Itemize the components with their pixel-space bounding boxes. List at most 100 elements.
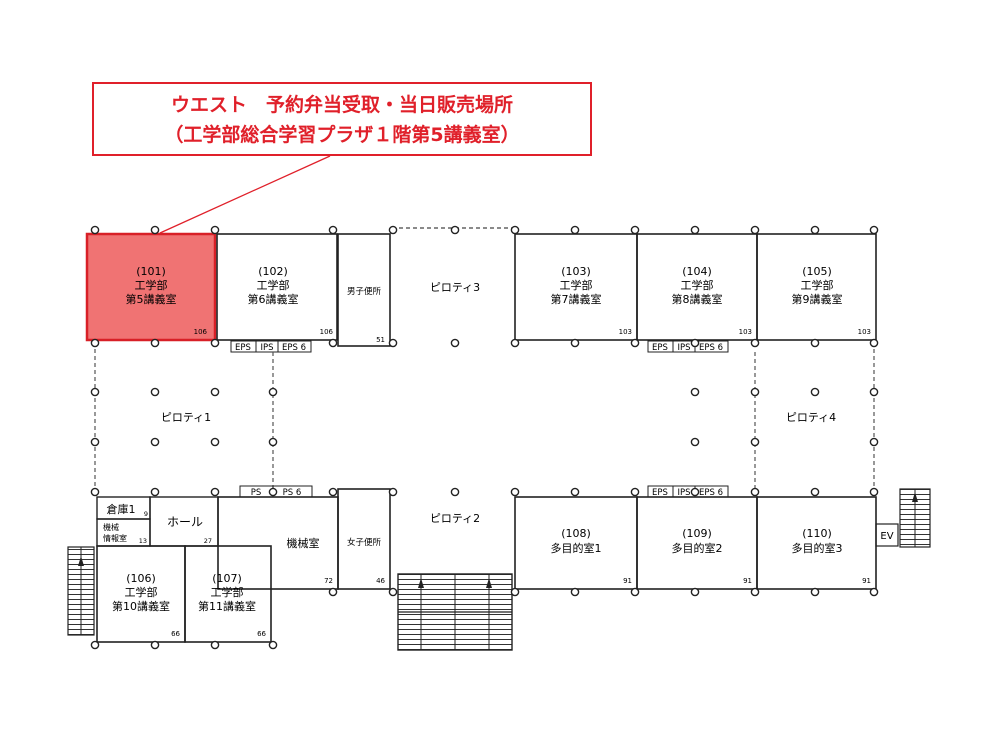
room-109[interactable]: (109) 多目的室2 91 [636, 496, 758, 590]
column-marker [750, 387, 760, 397]
room-107-name: 第11講義室 [198, 599, 256, 613]
storage-room[interactable]: 倉庫1 9 [96, 496, 151, 520]
info-room[interactable]: 機械 情報室 13 [96, 518, 151, 547]
column-marker [690, 487, 700, 497]
column-marker [150, 387, 160, 397]
room-109-name: 多目的室2 [672, 541, 723, 555]
room-106-faculty: 工学部 [125, 585, 158, 599]
room-106[interactable]: (106) 工学部 第10講義室 66 [96, 545, 186, 643]
column-marker [869, 587, 879, 597]
room-110-number: (110) [802, 527, 832, 540]
column-marker [268, 437, 278, 447]
callout-line-2: （工学部総合学習プラザ１階第5講義室） [164, 124, 520, 146]
piloti-3-label: ピロティ3 [430, 281, 480, 294]
womens-toilet-capacity: 46 [376, 577, 385, 585]
column-marker [750, 437, 760, 447]
column-marker [210, 225, 220, 235]
room-102-faculty: 工学部 [257, 278, 290, 292]
piloti-outlines [94, 342, 875, 490]
column-marker [869, 225, 879, 235]
room-105-faculty: 工学部 [801, 278, 834, 292]
room-108[interactable]: (108) 多目的室1 91 [514, 496, 638, 590]
column-marker [810, 338, 820, 348]
hall[interactable]: ホール 27 [149, 496, 219, 547]
room-101[interactable]: (101) 工学部 第5講義室 106 [85, 232, 217, 342]
womens-toilet[interactable]: 女子便所 46 [337, 488, 391, 590]
mens-toilet-capacity: 51 [376, 336, 385, 344]
room-107-capacity: 66 [257, 630, 266, 638]
column-marker [630, 225, 640, 235]
column-marker [268, 640, 278, 650]
column-marker [570, 487, 580, 497]
info-room-capacity: 13 [139, 537, 147, 545]
room-107-number: (107) [212, 572, 242, 585]
machine-room-capacity: 72 [324, 577, 333, 585]
column-marker [388, 587, 398, 597]
room-104-name: 第8講義室 [672, 292, 723, 306]
column-marker [570, 225, 580, 235]
column-marker [210, 640, 220, 650]
stairs-left-icon [67, 546, 95, 636]
womens-toilet-label: 女子便所 [347, 537, 382, 548]
room-108-capacity: 91 [623, 577, 632, 585]
svg-text:EPS: EPS [652, 343, 668, 353]
column-marker [450, 487, 460, 497]
column-marker [750, 338, 760, 348]
room-103[interactable]: (103) 工学部 第7講義室 103 [514, 233, 638, 341]
room-104[interactable]: (104) 工学部 第8講義室 103 [636, 233, 758, 341]
machine-room-label: 機械室 [287, 536, 320, 550]
elevator[interactable]: EV [875, 523, 899, 547]
svg-text:PS: PS [251, 488, 262, 498]
mens-toilet-label: 男子便所 [347, 286, 382, 297]
column-marker [90, 338, 100, 348]
room-102-capacity: 106 [320, 328, 334, 336]
room-101-number: (101) [136, 265, 166, 278]
column-marker [90, 437, 100, 447]
room-102[interactable]: (102) 工学部 第6講義室 106 [216, 233, 338, 341]
room-110[interactable]: (110) 多目的室3 91 [756, 496, 877, 590]
svg-text:EPS: EPS [652, 488, 668, 498]
column-marker [268, 487, 278, 497]
room-101-capacity: 106 [194, 328, 208, 336]
room-103-faculty: 工学部 [560, 278, 593, 292]
column-marker [150, 640, 160, 650]
piloti-4-label: ピロティ4 [786, 411, 836, 424]
column-marker [268, 387, 278, 397]
room-105-name: 第9講義室 [792, 292, 843, 306]
room-106-number: (106) [126, 572, 156, 585]
column-marker [328, 587, 338, 597]
room-109-capacity: 91 [743, 577, 752, 585]
storage-capacity: 9 [144, 510, 148, 518]
column-marker [450, 338, 460, 348]
svg-text:IPS: IPS [677, 343, 690, 353]
room-103-capacity: 103 [619, 328, 632, 336]
column-marker [570, 587, 580, 597]
mens-toilet[interactable]: 男子便所 51 [337, 233, 391, 347]
eps-ips-strip-right: EPS IPS EPS 6 [647, 340, 729, 353]
column-marker [150, 225, 160, 235]
column-marker [510, 225, 520, 235]
piloti-2-label: ピロティ2 [430, 512, 480, 525]
info-room-label-2: 情報室 [103, 533, 127, 543]
room-105-capacity: 103 [858, 328, 871, 336]
column-marker [90, 387, 100, 397]
svg-text:EPS 6: EPS 6 [699, 488, 723, 498]
room-102-name: 第6講義室 [248, 292, 299, 306]
column-marker [450, 225, 460, 235]
room-105-number: (105) [802, 265, 832, 278]
svg-text:EPS 6: EPS 6 [282, 343, 306, 353]
column-marker [150, 487, 160, 497]
column-marker [630, 587, 640, 597]
callout-line-1: ウエスト 予約弁当受取・当日販売場所 [170, 94, 513, 116]
hall-capacity: 27 [204, 537, 212, 545]
column-marker [869, 487, 879, 497]
column-marker [869, 387, 879, 397]
room-105[interactable]: (105) 工学部 第9講義室 103 [756, 233, 877, 341]
column-marker [510, 587, 520, 597]
column-marker [810, 587, 820, 597]
stairs-right-icon [899, 488, 931, 548]
room-107[interactable]: (107) 工学部 第11講義室 66 [184, 545, 272, 643]
room-109-number: (109) [682, 527, 712, 540]
svg-text:EPS 6: EPS 6 [699, 343, 723, 353]
column-marker [90, 487, 100, 497]
